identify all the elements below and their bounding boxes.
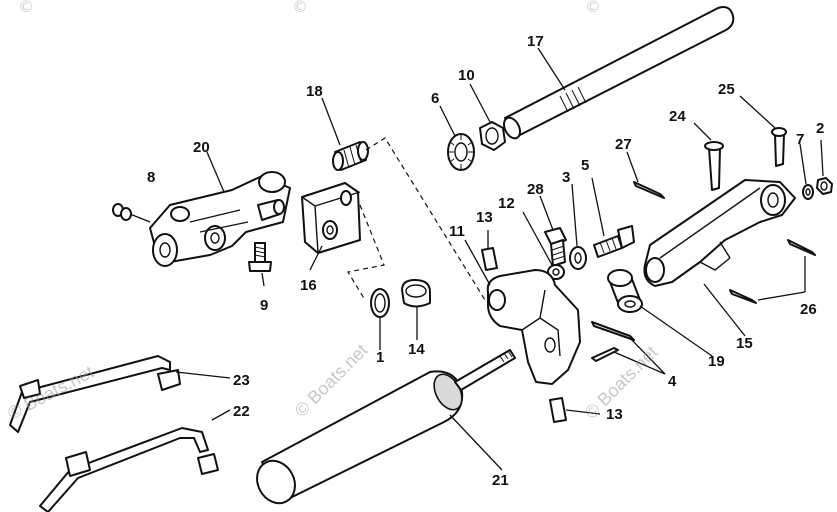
part-5-bolt: [593, 225, 635, 258]
callout-2: 2: [816, 120, 824, 137]
callout-3: 3: [562, 169, 570, 186]
part-23-tube: [9, 355, 181, 433]
part-4-cotter-pins: [591, 321, 635, 362]
callout-28: 28: [527, 181, 544, 198]
part-13-pin-upper: [481, 247, 498, 271]
callout-17: 17: [527, 33, 544, 50]
part-27-cotter-pin: [633, 181, 665, 199]
part-20-valve-body: [149, 171, 291, 267]
part-2-nut: [816, 177, 833, 195]
part-21-cylinder: [256, 349, 516, 505]
callout-13-upper: 13: [476, 209, 493, 226]
callout-21: 21: [492, 472, 509, 489]
part-13-pin-lower: [549, 397, 567, 423]
assembly-dashed-line: [365, 137, 486, 301]
part-18-fitting: [332, 141, 369, 171]
part-26-cotter-pins: [729, 239, 816, 304]
callout-4: 4: [668, 373, 677, 390]
part-7-washer: [802, 184, 814, 200]
assembly-dashed-line: [347, 204, 385, 301]
callout-14: 14: [408, 341, 425, 358]
callout-9: 9: [260, 297, 268, 314]
watermark-corner-symbol: ©: [18, 0, 34, 16]
part-10-hex-nut: [479, 121, 506, 151]
part-16-block: [301, 182, 361, 254]
part-22-tube: [39, 427, 219, 512]
callout-22: 22: [233, 403, 250, 420]
callout-20: 20: [193, 139, 210, 156]
part-28-bolt: [544, 227, 567, 267]
part-14-cap: [401, 279, 431, 308]
callout-7: 7: [796, 131, 804, 148]
part-1-snap-ring: [370, 288, 390, 318]
callout-19: 19: [708, 353, 725, 370]
part-17-tube: [503, 6, 735, 140]
watermark-text: © Boats.net: [4, 362, 97, 424]
callouts: 17 10 6 18 20 8 9 16 1 14 11 13 12 28 3 …: [147, 33, 824, 489]
part-25-pin: [771, 127, 787, 167]
callout-25: 25: [718, 81, 735, 98]
leader-lines: [175, 47, 824, 471]
watermark-corner-symbol: ©: [292, 0, 308, 16]
callout-15: 15: [736, 335, 753, 352]
callout-13-lower: 13: [606, 406, 623, 423]
callout-10: 10: [458, 67, 475, 84]
callout-23: 23: [233, 372, 250, 389]
part-19-bushing: [607, 269, 643, 313]
callout-26: 26: [800, 301, 817, 318]
part-9-bolt: [248, 242, 272, 272]
part-12-ring: [547, 264, 565, 280]
callout-5: 5: [581, 157, 589, 174]
part-6-lock-washer: [447, 133, 475, 171]
watermark-corner-symbol: ©: [585, 0, 601, 16]
callout-24: 24: [669, 108, 686, 125]
callout-11: 11: [449, 223, 465, 240]
part-24-pin: [704, 141, 724, 191]
callout-8: 8: [147, 169, 155, 186]
part-8-fitting: [112, 203, 151, 223]
callout-18: 18: [306, 83, 323, 100]
part-15-tiller-arm: [643, 179, 796, 287]
callout-27: 27: [615, 136, 632, 153]
callout-12: 12: [498, 195, 515, 212]
callout-16: 16: [300, 277, 317, 294]
callout-1: 1: [376, 349, 384, 366]
callout-6: 6: [431, 90, 439, 107]
part-11-bracket: [486, 269, 581, 385]
part-3-washer: [569, 246, 587, 270]
